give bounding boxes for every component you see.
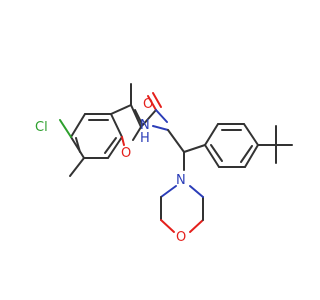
tert-butylphenyl-ring [204, 123, 259, 168]
bond [107, 136, 123, 159]
chain-bond [183, 144, 206, 153]
bond [132, 126, 142, 141]
bond [70, 136, 85, 159]
double-bond-inner [134, 109, 143, 125]
morpholine-nitrogen-atom: N [176, 173, 186, 188]
double-bond-inner [240, 145, 253, 163]
double-bond-inner [104, 137, 117, 154]
amide-hydrogen-atom: H [140, 131, 150, 146]
double-bond-inner [75, 137, 81, 153]
bond [204, 123, 219, 146]
molecule-drawing: Cl O O N H N O [35, 83, 293, 245]
morpholine-ring [160, 185, 204, 233]
carbonyl-oxygen-atom: O [143, 97, 153, 112]
methyl-bond-bottom [69, 157, 85, 177]
chain-bond [152, 125, 169, 131]
furan-ring [110, 104, 143, 146]
benzene-ring-left [70, 113, 123, 159]
bond [189, 185, 204, 198]
bond [110, 113, 123, 138]
structure-diagram: Cl O O N H N O [35, 83, 293, 245]
furan-oxygen-atom: O [121, 146, 131, 161]
chain-bond [167, 129, 185, 153]
bond [121, 136, 125, 146]
chlorine-atom: Cl [35, 120, 48, 135]
bond [130, 104, 142, 128]
carbonyl-double-bond [147, 95, 157, 111]
amide-nitrogen-atom: N [140, 118, 150, 133]
bond [204, 144, 220, 168]
bond [160, 185, 177, 198]
bond [160, 219, 175, 233]
bond [110, 104, 132, 115]
morpholine-oxygen-atom: O [176, 230, 186, 245]
amide-bond [155, 109, 168, 123]
carbonyl-double-bond-second [152, 92, 162, 108]
carbonyl-carbon-bond [140, 109, 157, 128]
bond [70, 113, 86, 138]
bond [189, 219, 204, 233]
bond [244, 144, 259, 168]
chlorine-bond [59, 119, 72, 138]
bond [243, 123, 259, 146]
double-bond-inner [210, 144, 223, 162]
